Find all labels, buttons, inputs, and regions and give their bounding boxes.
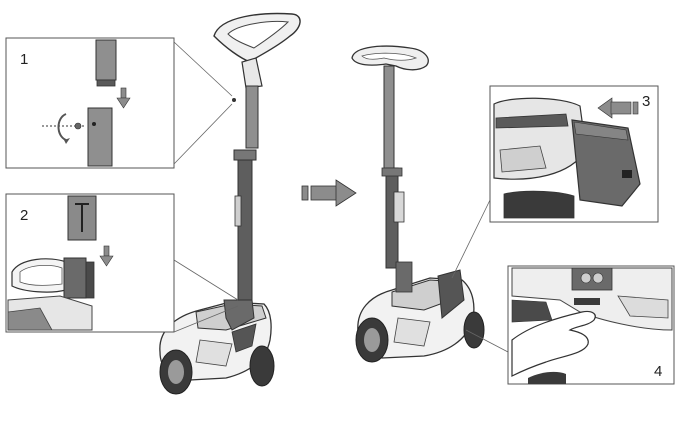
step-2-number: 2 [20, 207, 28, 224]
step-4-number: 4 [654, 363, 662, 380]
step-3-number: 3 [642, 93, 650, 110]
step-1-panel: 1 [5, 37, 175, 169]
down-arrow-icon [116, 87, 131, 109]
assembly-arrow-icon [301, 179, 357, 207]
pole-right [383, 65, 395, 171]
scooter-left [159, 12, 301, 395]
hand [511, 310, 596, 377]
step-4-panel: 4 [507, 265, 675, 385]
wheel-left-b [249, 345, 275, 387]
step-1-number: 1 [20, 51, 28, 68]
left-arrow-icon [597, 97, 639, 119]
down-arrow-icon [99, 245, 114, 267]
step-3-panel: 3 [489, 85, 659, 223]
wheel-right-b [463, 311, 485, 349]
step-2-panel: 2 [5, 193, 175, 333]
scooter-right [351, 45, 485, 363]
rotate-icon [42, 113, 86, 144]
upper-pole-left [245, 85, 259, 149]
